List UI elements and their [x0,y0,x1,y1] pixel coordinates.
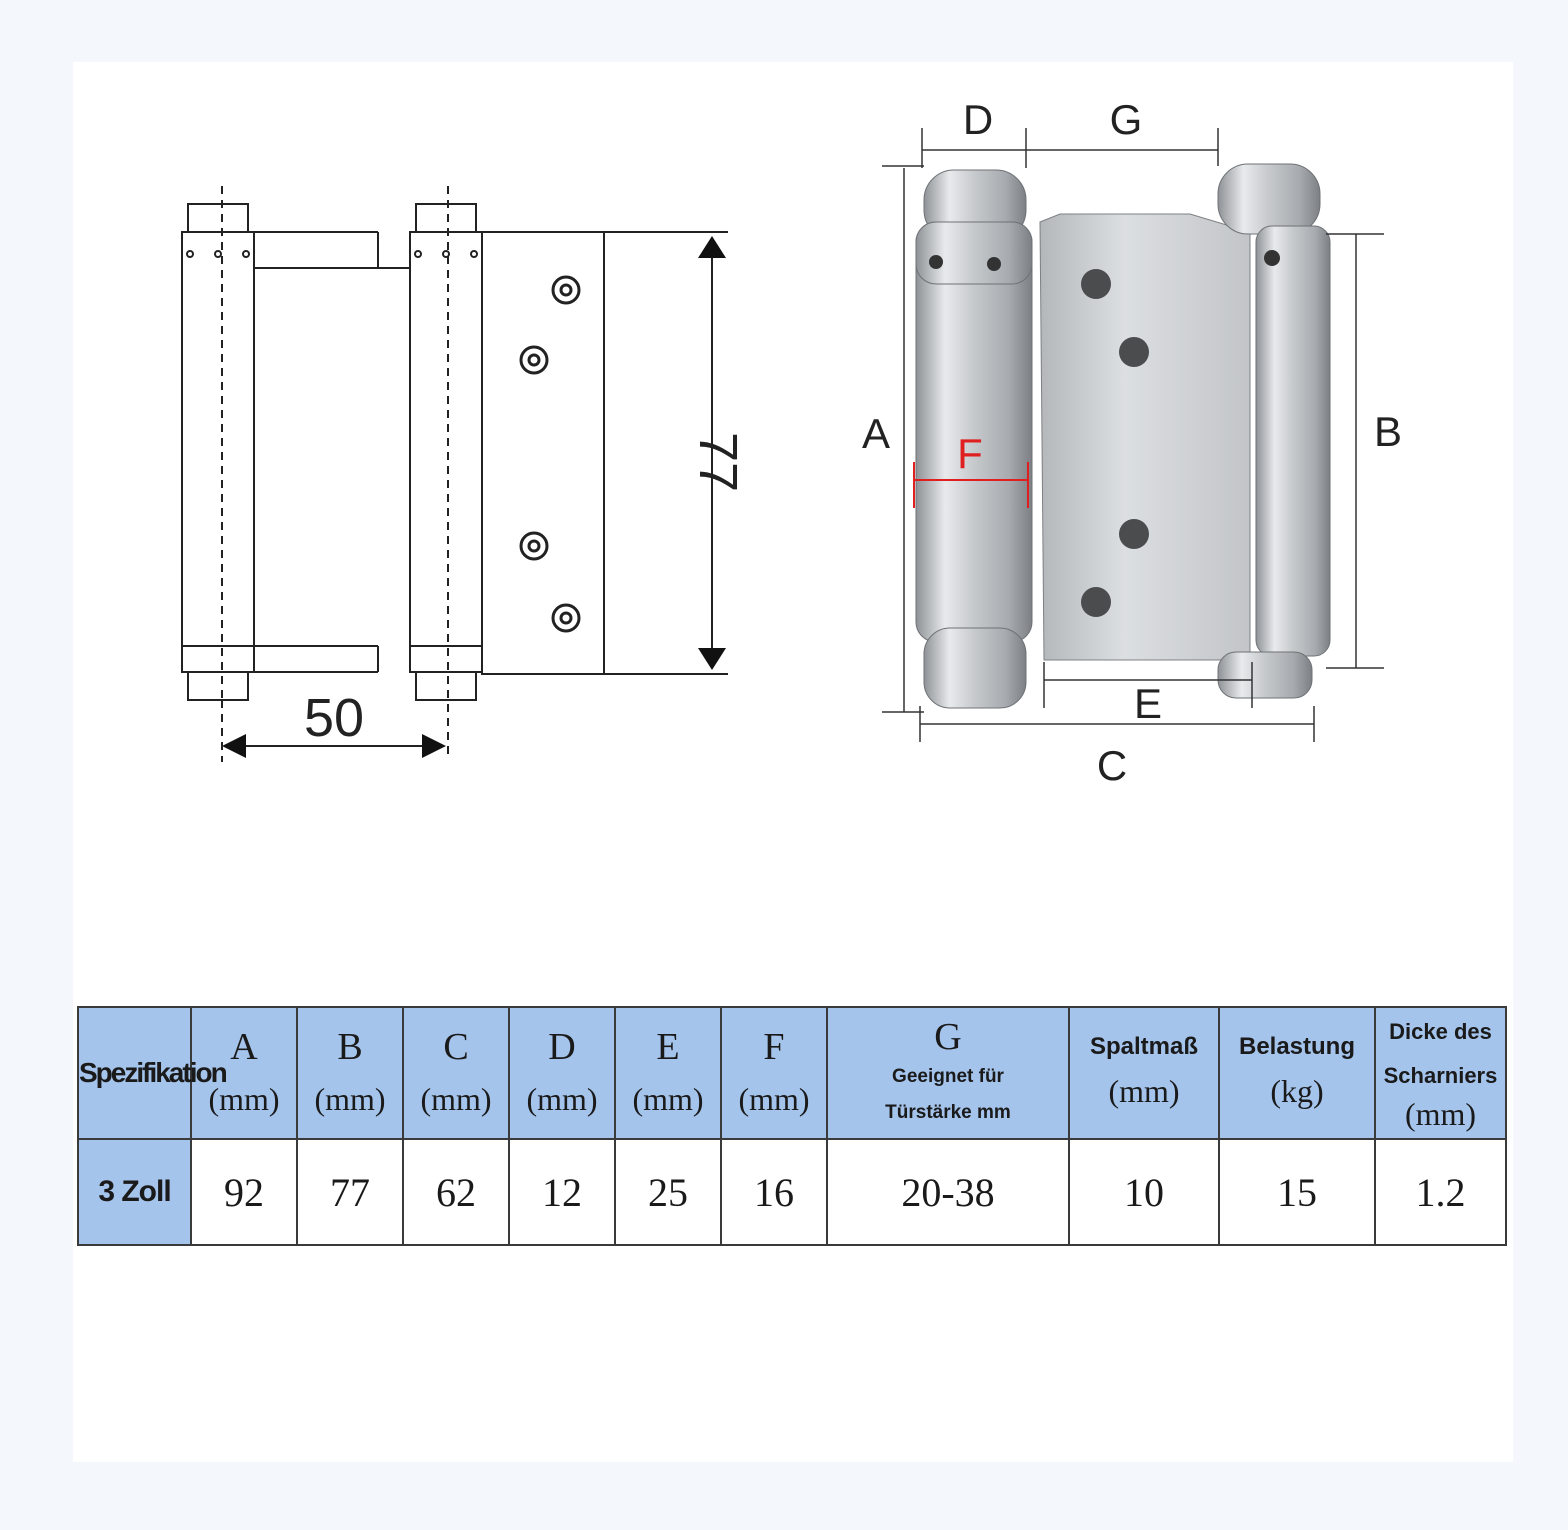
label-g: G [1110,96,1143,143]
value-d: 12 [508,1138,616,1246]
header-spec: Spezifikation [77,1006,228,1140]
table-row: 3 Zoll 92 77 62 12 25 16 20-38 10 15 1.2 [77,1138,1507,1246]
label-c: C [1097,742,1127,789]
height-dimension-label: 77 [688,432,748,492]
label-f: F [957,430,983,477]
value-f: 16 [720,1138,828,1246]
header-belastung: Belastung(kg) [1218,1006,1376,1140]
value-dicke: 1.2 [1374,1138,1507,1246]
spec-table: Spezifikation A(mm) B(mm) C(mm) D(mm) E(… [77,1006,1507,1246]
dimension-lines [882,128,1384,742]
value-g: 20-38 [826,1138,1070,1246]
header-c: C(mm) [402,1006,510,1140]
label-a: A [862,410,890,457]
header-spaltmass: Spaltmaß(mm) [1068,1006,1220,1140]
width-dimension-label: 50 [304,688,364,748]
value-belastung: 15 [1218,1138,1376,1246]
header-e: E(mm) [614,1006,722,1140]
value-spaltmass: 10 [1068,1138,1220,1246]
label-d: D [963,96,993,143]
header-a: A(mm) [190,1006,298,1140]
label-e: E [1134,680,1162,727]
value-b: 77 [296,1138,404,1246]
hinge-diagram: 77 50 [181,96,1402,789]
table-header-row: Spezifikation A(mm) B(mm) C(mm) D(mm) E(… [77,1006,1507,1140]
header-d: D(mm) [508,1006,616,1140]
value-c: 62 [402,1138,510,1246]
left-technical-drawing [181,186,728,762]
label-b: B [1374,408,1402,455]
row-label: 3 Zoll [77,1138,192,1246]
header-f: F(mm) [720,1006,828,1140]
screw-hole-icon [519,275,581,633]
hinge-product-illustration [915,163,1331,709]
header-dicke: Dicke des Scharniers(mm) [1374,1006,1507,1140]
header-b: B(mm) [296,1006,404,1140]
value-a: 92 [190,1138,298,1246]
value-e: 25 [614,1138,722,1246]
f-dimension [913,462,1029,508]
